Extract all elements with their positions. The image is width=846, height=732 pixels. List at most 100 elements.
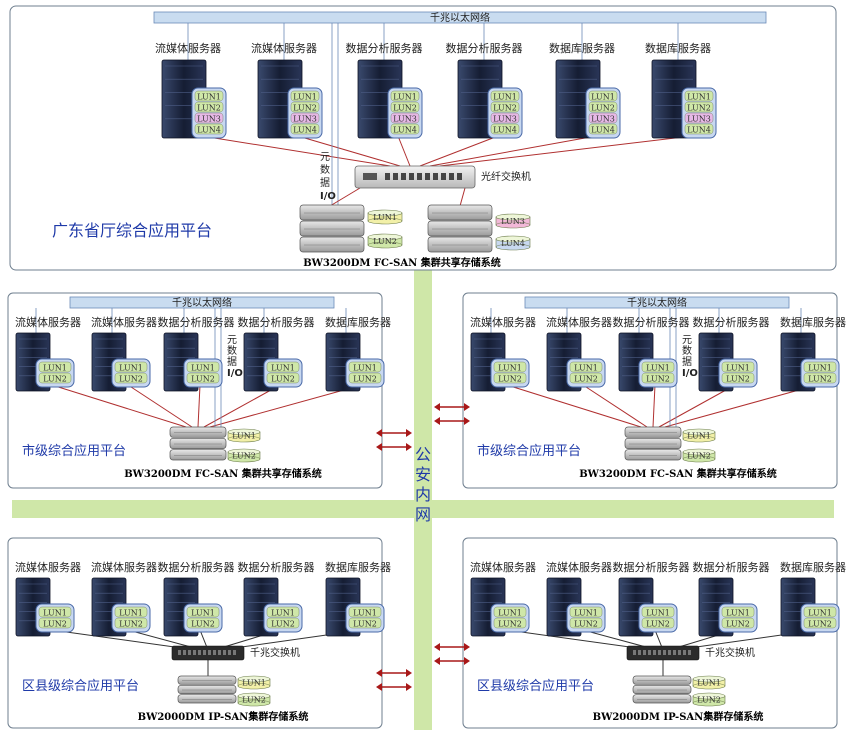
server-label: 数据库服务器 <box>780 560 846 574</box>
lun-label: LUN3 <box>293 115 317 124</box>
server-label: 流媒体服务器 <box>470 315 536 329</box>
lun-label: LUN1 <box>726 609 750 618</box>
lun-label: LUN1 <box>498 609 522 618</box>
province-lun3: LUN3 <box>495 213 531 229</box>
intranet-label: 公安内网 <box>415 445 431 524</box>
lun-label: LUN2 <box>191 375 215 384</box>
lun-label: LUN2 <box>373 237 397 246</box>
city-right-arrows <box>434 403 470 425</box>
lun-label: LUN2 <box>498 375 522 384</box>
fiber-switch <box>354 165 476 189</box>
city-right-ethernet-bar: 千兆以太网络 <box>524 296 790 309</box>
city-right-lun2: LUN2 <box>682 448 716 463</box>
lun-label: LUN3 <box>687 115 711 124</box>
county-right-lun1: LUN1 <box>692 675 726 690</box>
lun-label: LUN2 <box>191 620 215 629</box>
lun-label: LUN2 <box>353 375 377 384</box>
county-left-switch-label: 千兆交换机 <box>250 646 300 659</box>
server-label: 数据库服务器 <box>325 315 391 329</box>
lun-label: LUN3 <box>493 115 517 124</box>
city-right-title: 市级综合应用平台 <box>477 443 581 459</box>
lun-label: LUN2 <box>119 375 143 384</box>
county-left-storage <box>177 675 237 704</box>
city-left-title: 市级综合应用平台 <box>22 443 126 459</box>
lun-label: LUN2 <box>393 104 417 113</box>
server-label: 流媒体服务器 <box>546 315 612 329</box>
county-right-storage <box>632 675 692 704</box>
lun-label: LUN4 <box>591 126 615 135</box>
lun-label: LUN3 <box>591 115 615 124</box>
eth-label: 千兆以太网络 <box>172 296 232 309</box>
city-right-storage <box>624 426 682 461</box>
county-right-lun2: LUN2 <box>692 692 726 707</box>
province-panel <box>9 5 837 271</box>
lun-label: LUN2 <box>242 696 266 705</box>
city-left-ethernet-bar: 千兆以太网络 <box>69 296 335 309</box>
lun-label: LUN1 <box>808 364 832 373</box>
lun-label: LUN2 <box>197 104 221 113</box>
lun-label: LUN1 <box>197 93 221 102</box>
lun-label: LUN1 <box>232 432 256 441</box>
lun-label: LUN1 <box>191 364 215 373</box>
lun-label: LUN4 <box>493 126 517 135</box>
city-left-arrows <box>376 429 412 451</box>
lun-label: LUN2 <box>687 452 711 461</box>
lun-label: LUN1 <box>697 679 721 688</box>
province-title: 广东省厅综合应用平台 <box>52 221 212 240</box>
intranet-horizontal-bar <box>12 500 834 518</box>
lun-label: LUN4 <box>393 126 417 135</box>
lun-label: LUN1 <box>687 432 711 441</box>
lun-label: LUN2 <box>808 620 832 629</box>
eth-label: 千兆以太网络 <box>430 11 490 24</box>
city-left-lun1: LUN1 <box>227 428 261 443</box>
lun-label: LUN1 <box>808 609 832 618</box>
county-right-gigabit-switch <box>626 645 700 661</box>
county-right-switch-label: 千兆交换机 <box>705 646 755 659</box>
county-left-storage-label: BW2000DM IP-SAN集群存储系统 <box>138 710 309 723</box>
server-label: 数据分析服务器 <box>613 560 690 574</box>
county-left-arrows <box>376 669 412 691</box>
county-left-gigabit-switch <box>171 645 245 661</box>
nodes-layer: 千兆以太网络光纤交换机流媒体服务器LUN1LUN2LUN3LUN4流媒体服务器L… <box>15 11 846 723</box>
lun-label: LUN3 <box>197 115 221 124</box>
lun-label: LUN1 <box>271 609 295 618</box>
county-right-arrows <box>434 643 470 665</box>
server-label: 流媒体服务器 <box>91 560 157 574</box>
server-label: 数据分析服务器 <box>238 315 315 329</box>
server-label: 数据分析服务器 <box>346 41 423 55</box>
lun-label: LUN2 <box>232 452 256 461</box>
province-storage-label: BW3200DM FC-SAN 集群共享存储系统 <box>303 256 501 269</box>
province-lun4: LUN4 <box>495 235 531 251</box>
city-left-storage <box>169 426 227 461</box>
server-label: 流媒体服务器 <box>91 315 157 329</box>
fiber-switch-label: 光纤交换机 <box>481 170 531 183</box>
lun-label: LUN2 <box>726 620 750 629</box>
county-right-title: 区县级综合应用平台 <box>477 678 594 694</box>
lun-label: LUN3 <box>501 217 525 226</box>
lun-label: LUN4 <box>197 126 221 135</box>
lun-label: LUN1 <box>242 679 266 688</box>
server-label: 流媒体服务器 <box>251 41 317 55</box>
lun-label: LUN2 <box>493 104 517 113</box>
lun-label: LUN2 <box>646 620 670 629</box>
lun-label: LUN1 <box>119 364 143 373</box>
lun-label: LUN1 <box>726 364 750 373</box>
lun-label: LUN1 <box>687 93 711 102</box>
